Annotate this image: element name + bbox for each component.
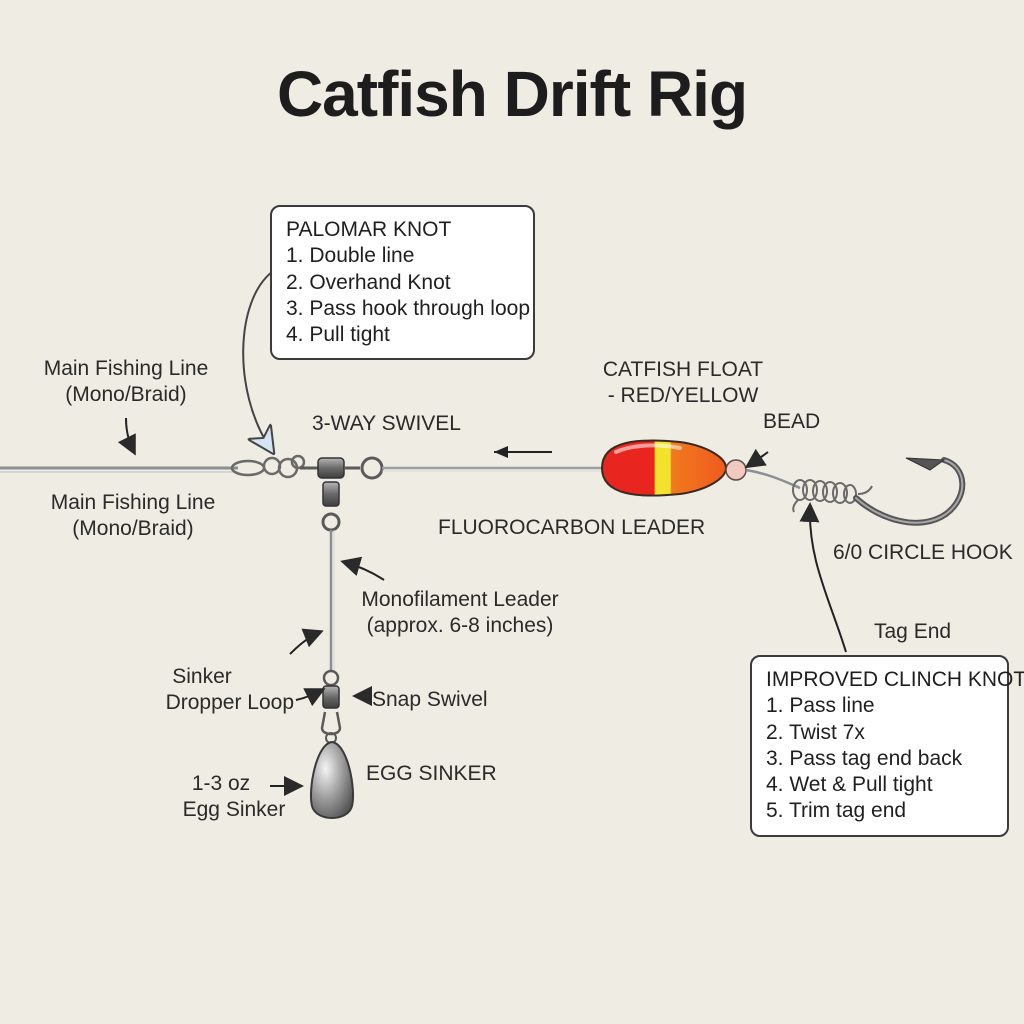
three-way-swivel-label: 3-WAY SWIVEL: [312, 412, 461, 435]
egg-sinker: [310, 740, 354, 819]
improved-clinch-knot-title: IMPROVED CLINCH KNOT: [766, 668, 1024, 691]
snap-swivel-label: Snap Swivel: [372, 688, 488, 711]
circle-hook: [853, 457, 966, 526]
palomar-step: 4. Pull tight: [286, 323, 390, 346]
fluorocarbon-leader: [382, 466, 602, 472]
catfish-float-label: CATFISH FLOAT - RED/YELLOW: [602, 358, 764, 408]
clinch-step: 3. Pass tag end back: [766, 746, 963, 770]
improved-clinch-knot-steps: 1. Pass line 2. Twist 7x 3. Pass tag end…: [766, 693, 993, 824]
label-arrows: [117, 417, 769, 796]
palomar-step: 3. Pass hook through loop: [286, 296, 531, 320]
tag-end-label: Tag End: [874, 620, 952, 643]
palomar-knot: [230, 454, 306, 479]
improved-clinch-knot-callout: IMPROVED CLINCH KNOT 1. Pass line 2. Twi…: [750, 655, 1024, 837]
monofilament-leader-label: Monofilament Leader (approx. 6-8 inches): [361, 588, 559, 638]
palomar-step: 1. Double line: [286, 244, 415, 268]
palomar-step: 2. Overhand Knot: [286, 270, 451, 294]
monofilament-leader: [329, 530, 335, 672]
clinch-step: 5. Trim tag end: [766, 799, 907, 823]
fluorocarbon-leader-label: FLUOROCARBON LEADER: [438, 516, 706, 539]
clinch-step: 2. Twist 7x: [766, 720, 865, 744]
clinch-pointer-arrow: [799, 502, 847, 653]
palomar-knot-callout: PALOMAR KNOT 1. Double line 2. Overhand …: [270, 205, 535, 361]
catfish-float: [600, 439, 728, 497]
dropper-loop: [322, 669, 340, 687]
three-way-swivel: [300, 456, 384, 532]
main-fishing-line: [0, 466, 238, 473]
diagram-title: Catfish Drift Rig: [276, 58, 748, 130]
main-line-label-bottom: Main Fishing Line (Mono/Braid): [50, 491, 216, 541]
snap-swivel: [320, 685, 342, 744]
clinch-step: 1. Pass line: [766, 694, 875, 718]
palomar-pointer-arrow: [242, 271, 272, 448]
leader-direction-arrow: [494, 446, 552, 458]
egg-sinker-weight-label: 1-3 oz Egg Sinker: [182, 772, 286, 822]
palomar-knot-steps: 1. Double line 2. Overhand Knot 3. Pass …: [286, 243, 531, 348]
bead: [725, 459, 747, 481]
palomar-knot-title: PALOMAR KNOT: [286, 218, 452, 241]
dropper-loop-label: Sinker Dropper Loop: [165, 665, 294, 715]
main-line-label-top: Main Fishing Line (Mono/Braid): [43, 357, 209, 407]
clinch-step: 4. Wet & Pull tight: [766, 773, 933, 796]
hook-leader-line: [745, 468, 801, 490]
bead-label: BEAD: [763, 410, 821, 433]
improved-clinch-knot: [792, 479, 873, 513]
egg-sinker-label: EGG SINKER: [366, 762, 497, 785]
circle-hook-label: 6/0 CIRCLE HOOK: [833, 541, 1013, 564]
